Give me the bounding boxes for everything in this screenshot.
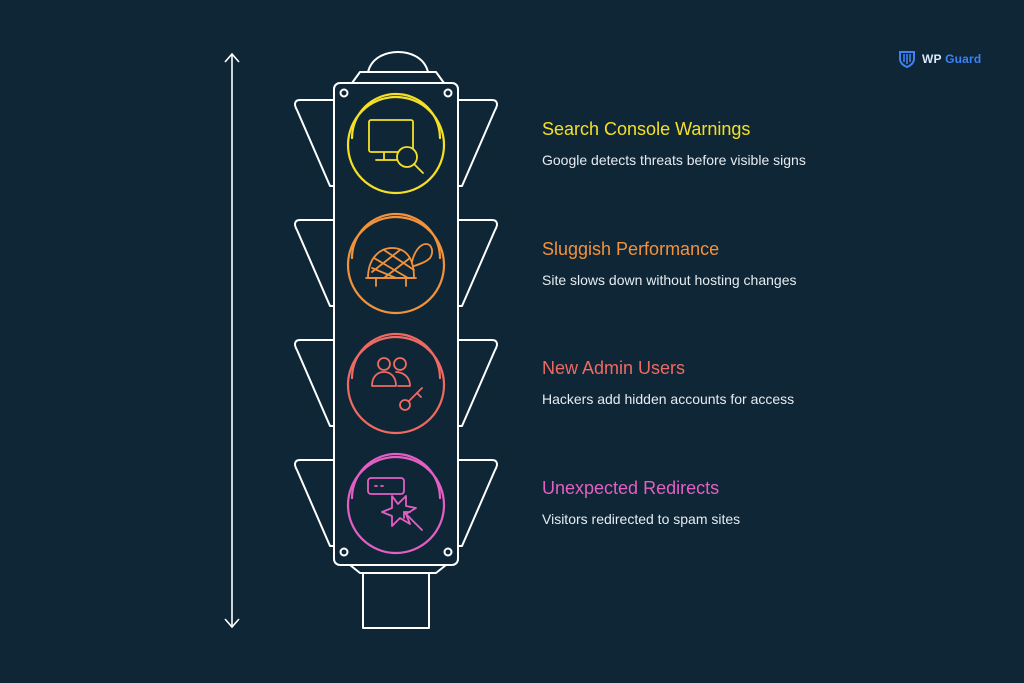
lamp-new-admin-users <box>346 332 446 435</box>
level-2-label: Sluggish Performance Site slows down wit… <box>542 238 796 289</box>
level-1-title: Search Console Warnings <box>542 119 751 139</box>
shield-logo-icon <box>899 51 915 68</box>
level-2-title: Sluggish Performance <box>542 239 720 259</box>
level-3-description: Hackers add hidden accounts for access <box>542 391 795 407</box>
level-1-label: Search Console Warnings Google detects t… <box>542 118 806 169</box>
level-4-description: Visitors redirected to spam sites <box>542 511 741 527</box>
vertical-double-arrow <box>224 52 240 629</box>
lamp-unexpected-redirects <box>346 452 446 555</box>
level-3-title: New Admin Users <box>542 358 686 378</box>
traffic-light-outline <box>294 51 498 629</box>
turtle-icon <box>365 243 433 287</box>
level-3-label: New Admin Users Hackers add hidden accou… <box>542 357 794 408</box>
monitor-search-icon <box>368 119 424 174</box>
users-key-icon <box>371 357 423 411</box>
click-redirect-icon <box>367 477 423 531</box>
level-4-title: Unexpected Redirects <box>542 478 720 498</box>
level-1-description: Google detects threats before visible si… <box>542 152 806 168</box>
level-2-description: Site slows down without hosting changes <box>542 272 797 288</box>
wp-guard-logo: WP Guard <box>898 50 981 68</box>
lamp-search-console <box>346 92 446 195</box>
level-4-label: Unexpected Redirects Visitors redirected… <box>542 477 740 528</box>
lamp-sluggish-performance <box>346 212 446 315</box>
logo-text: WP Guard <box>922 52 982 66</box>
